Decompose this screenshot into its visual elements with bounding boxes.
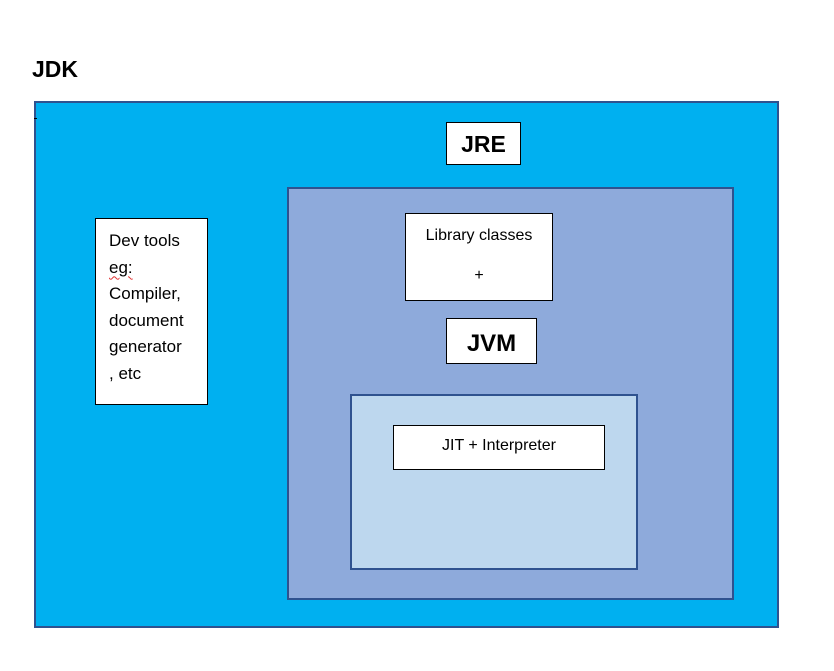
dev-tools-line: document [109, 310, 184, 330]
library-plus-sign: + [474, 267, 484, 284]
library-classes-label: Library classes [425, 227, 533, 244]
dev-tools-line: eg: [109, 255, 201, 282]
dev-tools-box: Dev tools eg: Compiler, document generat… [95, 218, 208, 405]
dev-tools-line: Dev tools [109, 231, 180, 250]
stray-mark [34, 118, 37, 119]
dev-tools-line: generator [109, 337, 182, 356]
dev-tools-line: , etc [109, 363, 142, 383]
jvm-container [350, 394, 638, 570]
jvm-label: JVM [446, 318, 537, 364]
jre-label: JRE [446, 122, 521, 165]
library-classes-box: Library classes + [405, 213, 553, 301]
jdk-title: JDK [32, 56, 79, 82]
dev-tools-line: Compiler, [109, 284, 181, 303]
jit-interpreter-box: JIT + Interpreter [393, 425, 605, 470]
dev-tools-eg-text: eg: [109, 257, 133, 277]
